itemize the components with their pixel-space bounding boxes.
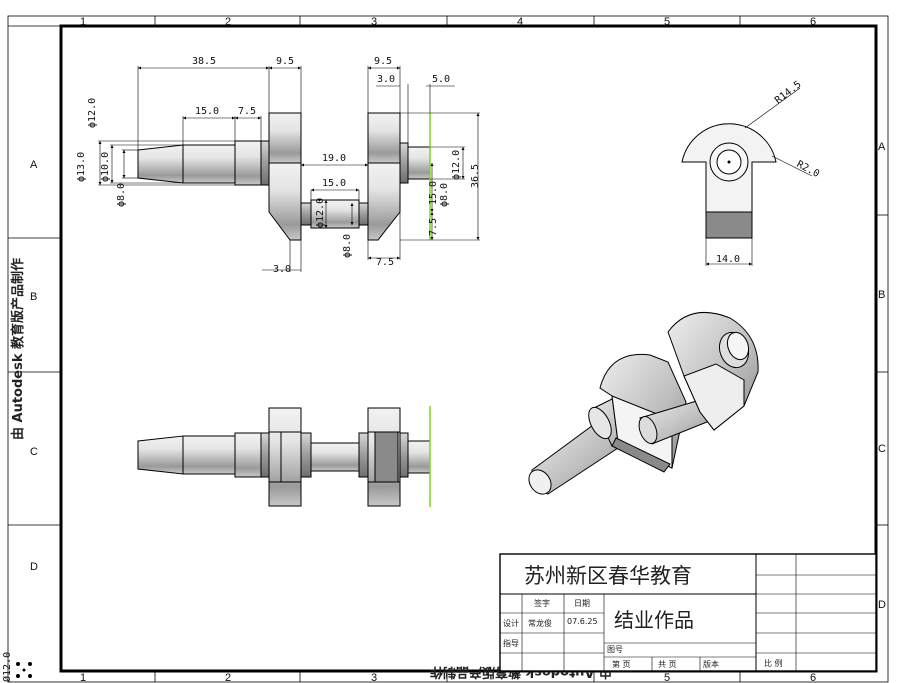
isometric-view-part xyxy=(528,311,759,495)
row-guide: 指导 xyxy=(503,638,519,648)
zone-col-5: 5 xyxy=(664,16,670,28)
dim-dia-12-0-pin: ϕ12.0 xyxy=(315,198,326,228)
side-view-part xyxy=(681,123,777,239)
dim-5-0: 5.0 xyxy=(432,74,450,85)
zone-col-1: 1 xyxy=(80,16,86,28)
version-label: 版本 xyxy=(703,659,719,669)
col-sign: 签字 xyxy=(534,598,550,608)
zone-row-c-right: C xyxy=(878,443,886,455)
school-name: 苏州新区春华教育 xyxy=(524,564,692,588)
dim-dia-8-0-right: ϕ8.0 xyxy=(439,183,450,207)
side-view-dimension-lines xyxy=(705,87,813,266)
dim-3-0-bottom: 3.0 xyxy=(273,264,291,275)
dim-15-0-shaft: 15.0 xyxy=(195,106,219,117)
zone-col-2-bottom: 2 xyxy=(225,672,231,683)
front-view-dimension-lines xyxy=(98,66,480,272)
dim-38-5: 38.5 xyxy=(192,56,216,67)
work-title: 结业作品 xyxy=(614,608,694,632)
title-block: 苏州新区春华教育 结业作品 签字 日期 设计 常龙俊 07.6.25 指导 图号… xyxy=(503,564,783,669)
zone-col-4: 4 xyxy=(517,16,523,28)
dim-dia-12-0-right: ϕ12.0 xyxy=(451,150,462,180)
bottom-view-part xyxy=(137,407,431,507)
zone-row-d-right: D xyxy=(878,599,886,611)
zone-col-2: 2 xyxy=(225,16,231,28)
dim-15-0-right: 15.0 xyxy=(428,181,439,205)
dim-36-5: 36.5 xyxy=(470,164,481,188)
sheet-number-label: 第 页 xyxy=(612,659,631,669)
zone-col-3-bottom: 3 xyxy=(371,672,377,683)
dim-dia-8-0-pin: ϕ8.0 xyxy=(342,234,353,258)
col-date: 日期 xyxy=(574,599,590,608)
drawing-number-label: 图号 xyxy=(607,645,623,654)
corner-mark xyxy=(16,662,32,678)
zone-row-a-right: A xyxy=(878,141,886,153)
zone-row-c: C xyxy=(30,446,38,458)
zone-row-b: B xyxy=(30,291,37,303)
zone-col-1-bottom: 1 xyxy=(80,672,86,683)
dim-dia-10-0: ϕ10.0 xyxy=(100,152,111,182)
watermark-corner: Ø12.0 xyxy=(1,652,13,682)
dim-9-5-right: 9.5 xyxy=(374,56,392,67)
zone-col-6: 6 xyxy=(810,16,816,28)
dim-r2-0: R2.0 xyxy=(795,159,821,180)
zone-col-6-bottom: 6 xyxy=(810,672,816,683)
scale-label: 比 例 xyxy=(764,658,783,668)
dim-3-0-top: 3.0 xyxy=(377,74,395,85)
dim-r14-5: R14.5 xyxy=(773,79,803,106)
dim-7-5-bottom: 7.5 xyxy=(376,257,394,268)
zone-row-b-right: B xyxy=(878,289,885,301)
dim-7-5-right: 7.5 xyxy=(428,218,439,236)
designer-name: 常龙俊 xyxy=(528,618,552,628)
dim-14-0: 14.0 xyxy=(716,254,740,265)
dim-7-5-shaft: 7.5 xyxy=(238,106,256,117)
design-date: 07.6.25 xyxy=(567,617,598,626)
zone-col-5-bottom: 5 xyxy=(664,672,670,683)
row-design: 设计 xyxy=(503,618,519,628)
title-block-lines xyxy=(499,553,877,672)
dim-dia-13-0: ϕ13.0 xyxy=(76,152,87,182)
sheet-frame xyxy=(7,15,889,683)
dim-dia-12-0-left: ϕ12.0 xyxy=(87,98,98,128)
dim-15-0-pin: 15.0 xyxy=(322,178,346,189)
dim-9-5-left: 9.5 xyxy=(276,56,294,67)
watermark-left: 由 Autodesk 教育版产品制作 xyxy=(10,258,26,440)
zone-row-a: A xyxy=(30,159,38,171)
zone-row-d: D xyxy=(30,561,38,573)
front-view-part xyxy=(137,112,431,241)
front-view-dimensions: 38.5 9.5 9.5 3.0 5.0 15.0 7.5 ϕ12.0 ϕ13.… xyxy=(76,56,481,275)
dim-dia-8-0-left: ϕ8.0 xyxy=(116,183,127,207)
zone-col-3: 3 xyxy=(371,16,377,28)
sheet-total-label: 共 页 xyxy=(658,660,677,669)
zone-labels: 1 2 3 4 5 6 1 2 3 5 6 A B C D A B C D xyxy=(30,16,886,683)
dim-19-0: 19.0 xyxy=(322,153,346,164)
